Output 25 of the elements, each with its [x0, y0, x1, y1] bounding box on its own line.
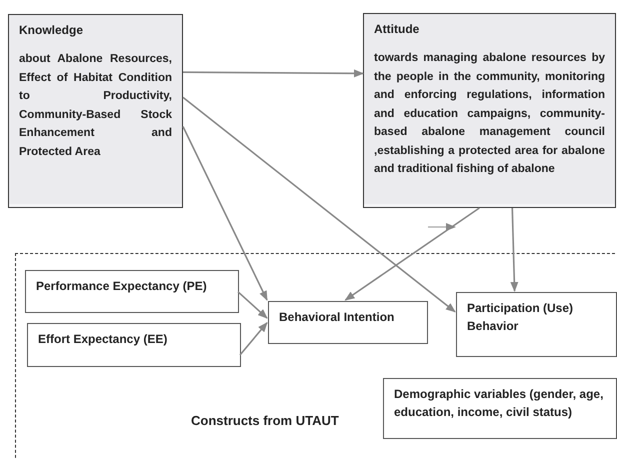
- box-description: towards managing abalone resources by the people in the community, monitoring and enforcing regulations, information and education campaigns, community-based abalone management council ,establishing a protected area for abalone and traditional fishing of abalone: [374, 51, 605, 177]
- arrow: [183, 69, 364, 78]
- construct-box: [27, 323, 241, 367]
- concept-box: [363, 13, 616, 208]
- construct-box: [268, 301, 428, 344]
- box-label: Effort Expectancy (EE): [38, 331, 168, 348]
- arrow: [510, 208, 518, 292]
- arrow: [182, 126, 268, 301]
- arrow: [182, 96, 456, 312]
- region-label: Constructs from UTAUT: [191, 412, 339, 430]
- arrow: [344, 207, 480, 301]
- box-label: Behavioral Intention: [279, 309, 396, 326]
- box-label: Participation (Use) Behavior: [467, 300, 574, 335]
- dashed-region: [15, 253, 617, 459]
- arrow: [237, 291, 268, 319]
- box-heading: Knowledge: [19, 22, 84, 38]
- construct-box: [456, 292, 617, 357]
- box-label: Demographic variables (gender, age, education, income, civil status): [394, 386, 604, 421]
- concept-box: [8, 14, 183, 208]
- box-label: Performance Expectancy (PE): [36, 278, 208, 295]
- box-heading: Attitude: [374, 21, 420, 37]
- box-description: about Abalone Resources, Effect of Habitat Condition to Productivity, Community-Based Stock Enhancement and Protected Area: [19, 52, 172, 160]
- construct-box: [25, 270, 239, 313]
- construct-box: [383, 378, 617, 439]
- arrow: [239, 322, 268, 356]
